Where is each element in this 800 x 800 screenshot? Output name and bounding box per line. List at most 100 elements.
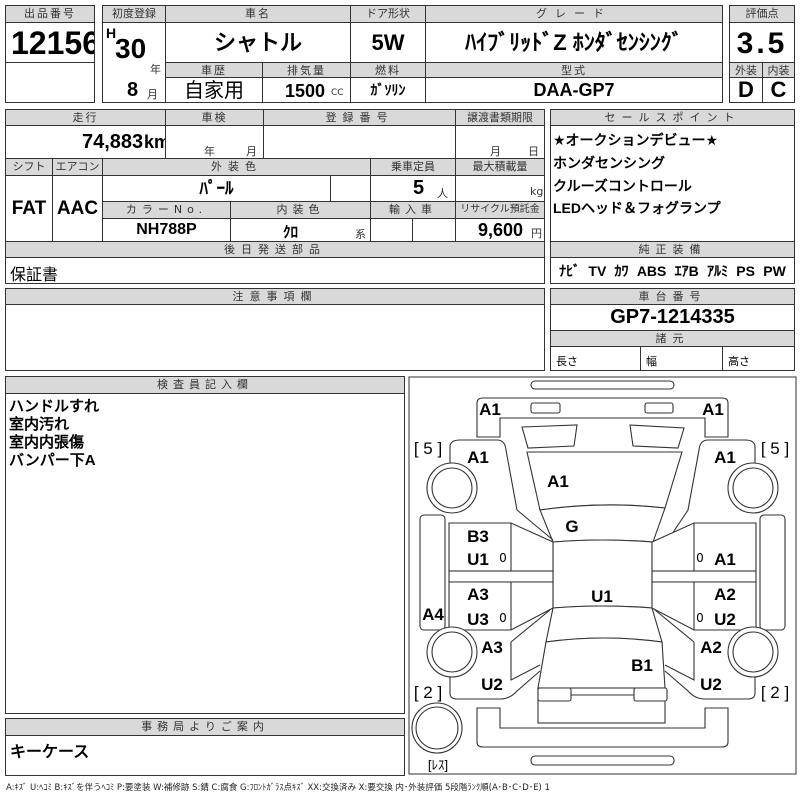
- inspector-note: 室内汚れ: [9, 416, 70, 433]
- fuel-cell: ｶﾞｿﾘﾝ: [350, 77, 426, 103]
- equipment-item: ｱﾙﾐ: [707, 262, 729, 279]
- lot-blank: [5, 62, 95, 103]
- equipment-label: 純正装備: [550, 241, 795, 258]
- interior-color: ｸﾛ: [283, 224, 299, 241]
- recycle-fee: 9,600: [478, 220, 524, 240]
- history-label: 車歴: [165, 62, 263, 78]
- inspection-label: 車検: [165, 109, 264, 126]
- score-label: 評価点: [729, 5, 795, 23]
- color-no: NH788P: [136, 221, 197, 238]
- tire-depth-label: [ 5 ]: [760, 439, 790, 458]
- length-cell: 長さ: [550, 346, 641, 371]
- interior-color-suffix: 系: [355, 228, 366, 241]
- displacement-label: 排気量: [262, 62, 351, 78]
- color-no-label: カラーNo.: [102, 201, 231, 219]
- lot-number: 12156: [11, 25, 95, 61]
- mileage-cell: 74,883km: [5, 125, 166, 159]
- fuel-label: 燃料: [350, 62, 426, 78]
- damage-label: U2: [714, 610, 736, 629]
- max-load-unit: kg: [530, 185, 544, 198]
- color-no-cell: NH788P: [102, 218, 231, 242]
- car-name: シャトル: [213, 30, 302, 55]
- door-cell: 5W: [350, 22, 426, 63]
- equipment-item: PS: [736, 262, 755, 279]
- damage-label: U1: [591, 587, 613, 606]
- height-label: 高さ: [728, 355, 750, 368]
- era: H: [106, 25, 117, 41]
- later-parts-cell: 保証書: [5, 257, 545, 284]
- mileage-unit: km: [144, 132, 165, 152]
- damage-label: G: [565, 517, 579, 536]
- notes-label: 注意事項欄: [5, 288, 545, 305]
- equipment-item: ABS: [636, 262, 667, 279]
- damage-label: A3: [467, 585, 489, 604]
- displacement: 1500: [285, 81, 326, 101]
- tire-depth-label: [ 5 ]: [413, 439, 443, 458]
- exterior-grade-label: 外装: [729, 62, 763, 78]
- max-load-cell: kg: [455, 175, 545, 202]
- car-outline-icon: [408, 376, 797, 775]
- exterior-grade-cell: D: [729, 77, 763, 103]
- inspector-note: ハンドルすれ: [9, 398, 100, 415]
- interior-color-label: 内装色: [230, 201, 371, 219]
- width-label: 幅: [646, 355, 657, 368]
- damage-label: B1: [631, 656, 653, 675]
- sales-point: ★オークションデビュー★: [553, 132, 719, 148]
- grade-cell: ﾊｲﾌﾞﾘｯﾄﾞZ ﾎﾝﾀﾞｾﾝｼﾝｸﾞ: [425, 22, 723, 63]
- chassis-cell: GP7-1214335: [550, 304, 795, 331]
- tire-depth-label: [ 2 ]: [760, 683, 790, 702]
- model-label: 型式: [425, 62, 723, 78]
- later-parts: 保証書: [10, 267, 59, 284]
- history-cell: 自家用: [165, 77, 263, 103]
- sales-points-label: セールスポイント: [550, 109, 795, 126]
- inspection-cell: 年月: [165, 125, 264, 159]
- chassis-label: 車台番号: [550, 288, 795, 305]
- transfer-deadline-label: 譲渡書類期限: [455, 109, 545, 126]
- damage-label: A2: [714, 585, 736, 604]
- length-label: 長さ: [556, 355, 578, 368]
- model-code: DAA-GP7: [533, 80, 615, 100]
- reg-month: 8: [127, 79, 139, 101]
- first-reg-cell: H 30 年 8 月: [102, 22, 166, 103]
- inspector-note: バンパー下A: [9, 452, 96, 469]
- lot-label: 出品番号: [5, 5, 95, 23]
- damage-label: A1: [714, 448, 736, 467]
- damage-label: A1: [547, 472, 569, 491]
- capacity: 5: [413, 177, 425, 199]
- month-unit: 月: [147, 88, 158, 101]
- exterior-color-cell: ﾊﾟｰﾙ: [102, 175, 331, 202]
- grade-label: グレード: [425, 5, 723, 23]
- shift-label: シフト: [5, 158, 53, 176]
- damage-diagram: A1 A1 [ 5 ] [ 5 ] A1 A1 A1 G B3 U1 0 0 A…: [405, 375, 800, 775]
- car-name-label: 車名: [165, 5, 351, 23]
- registration-cell: [263, 125, 456, 159]
- height-cell: 高さ: [722, 346, 795, 371]
- inspector-note: 室内内張傷: [9, 434, 85, 451]
- aircon-cell: AAC: [52, 175, 103, 242]
- damage-label: A3: [481, 638, 503, 657]
- tire-depth-label: [ 2 ]: [413, 683, 443, 702]
- capacity-label: 乗車定員: [370, 158, 456, 176]
- import-cell-b: [412, 218, 456, 242]
- import-cell-a: [370, 218, 413, 242]
- inspection-month-unit: 月: [246, 145, 257, 158]
- damage-label: A1: [702, 400, 724, 419]
- mileage-label: 走行: [5, 109, 166, 126]
- door-mark: 0: [499, 611, 507, 625]
- specs-label: 諸元: [550, 330, 795, 347]
- damage-label: U2: [481, 675, 503, 694]
- equipment-cell: ﾅﾋﾞ TV ｶﾜ ABS ｴｱB ｱﾙﾐ PS PW: [550, 257, 795, 284]
- door-type: 5W: [371, 30, 405, 55]
- shift: FAT: [11, 198, 47, 219]
- later-parts-label: 後日発送部品: [5, 241, 545, 258]
- damage-label: A1: [714, 550, 736, 569]
- office-note: キーケース: [10, 744, 90, 761]
- mileage: 74,883: [82, 131, 144, 153]
- history: 自家用: [184, 80, 244, 102]
- inspector-cell: ハンドルすれ 室内汚れ 室内内張傷 バンパー下A: [5, 393, 405, 714]
- equipment-item: PW: [763, 262, 786, 279]
- damage-label: A2: [700, 638, 722, 657]
- sales-point: クルーズコントロール: [553, 178, 692, 194]
